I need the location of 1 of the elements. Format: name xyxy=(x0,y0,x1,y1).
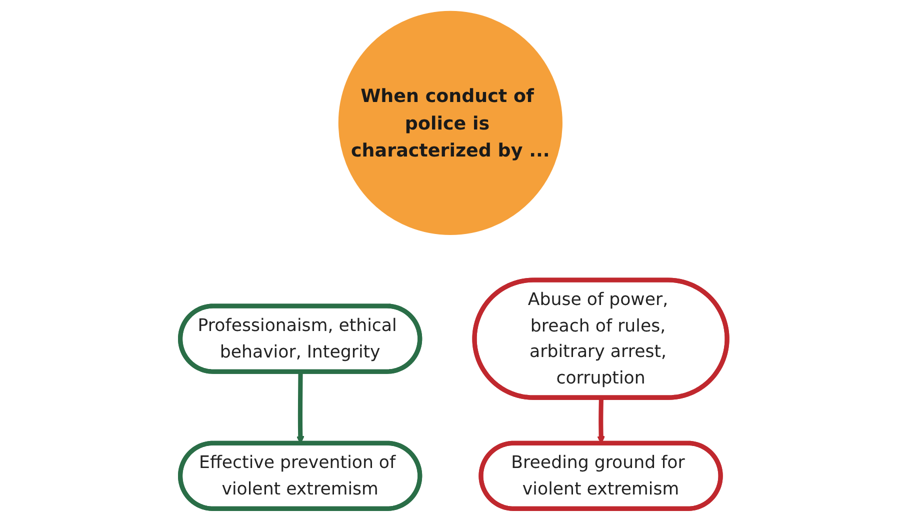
node-circle: When conduct of police is characterized by ... xyxy=(338,10,562,234)
